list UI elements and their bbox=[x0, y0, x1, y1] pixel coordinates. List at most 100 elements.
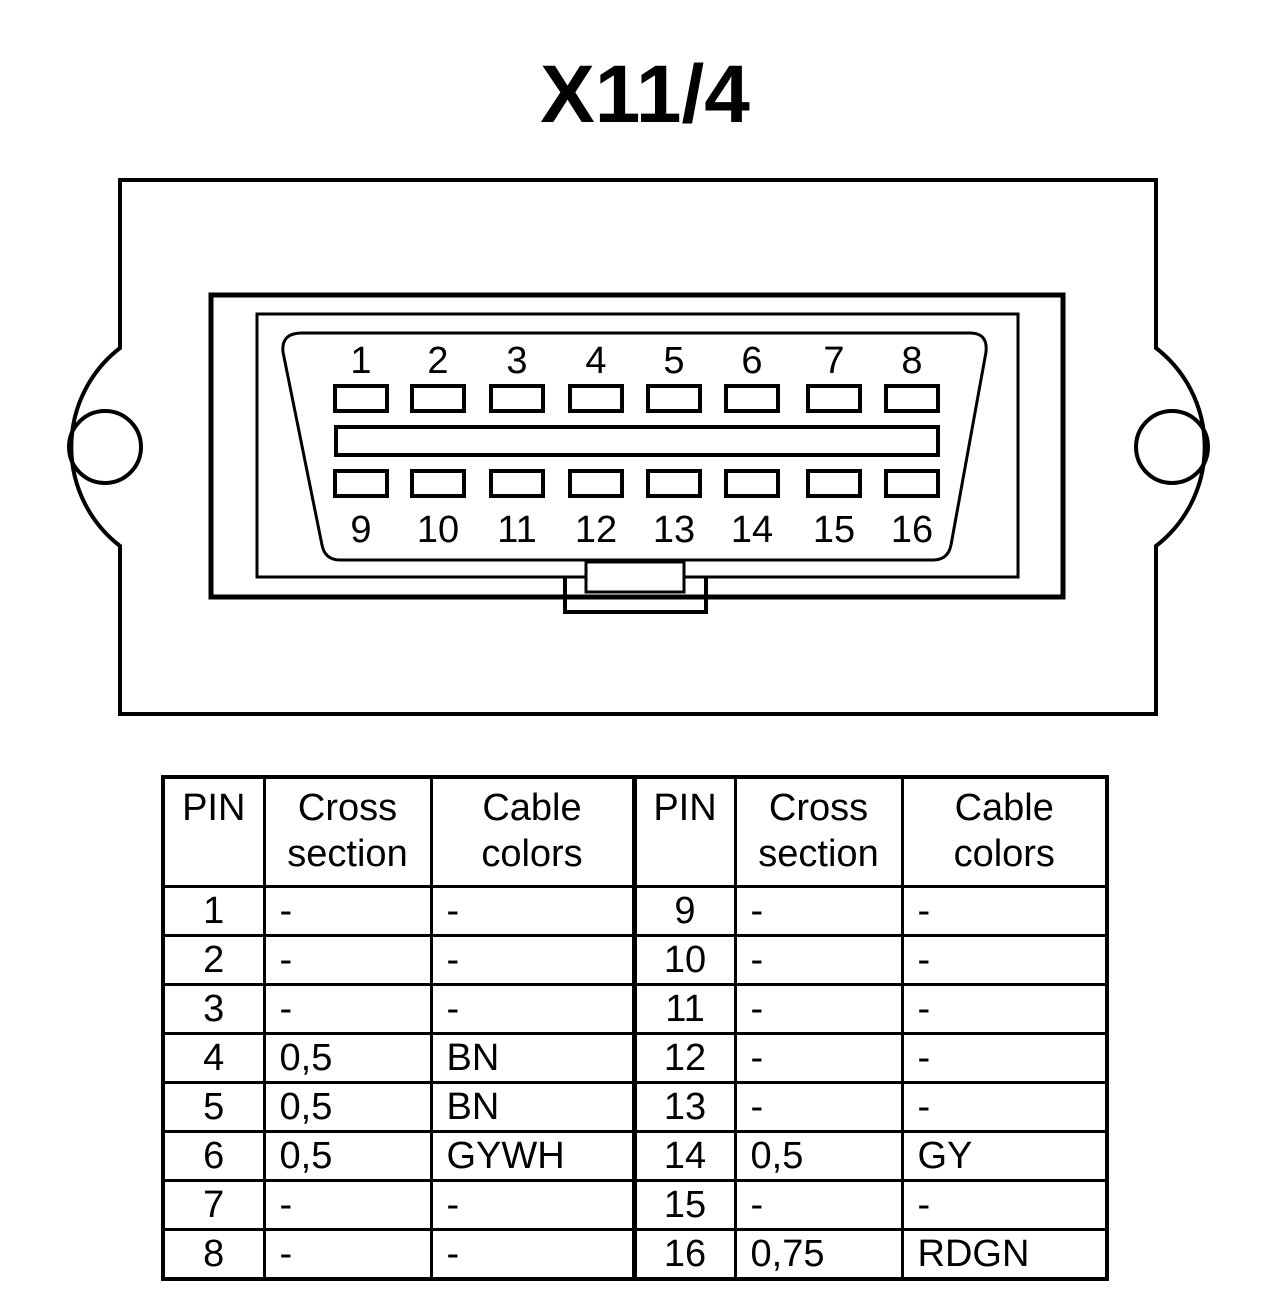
cable-color: - bbox=[900, 885, 1109, 937]
socket-trapezoid bbox=[281, 331, 988, 562]
cross-section: 0,5 bbox=[262, 1081, 433, 1133]
pin-label-10: 10 bbox=[417, 509, 459, 551]
pin-number: 1 bbox=[161, 885, 266, 937]
mounting-hole-left bbox=[67, 409, 143, 485]
table-row: 5 0,5 BN 13 - - bbox=[161, 1081, 1109, 1133]
cable-color: - bbox=[900, 934, 1109, 986]
cross-section: 0,5 bbox=[262, 1130, 433, 1182]
pin-label-16: 16 bbox=[891, 509, 933, 551]
table-row: 4 0,5 BN 12 - - bbox=[161, 1032, 1109, 1084]
center-bar bbox=[334, 425, 940, 457]
cable-color: - bbox=[429, 885, 637, 937]
pin-contact-9 bbox=[333, 469, 389, 498]
pin-number: 13 bbox=[632, 1081, 737, 1133]
pin-label-2: 2 bbox=[427, 340, 448, 382]
cable-color: BN bbox=[429, 1032, 637, 1084]
pin-label-15: 15 bbox=[813, 509, 855, 551]
pin-number: 3 bbox=[161, 983, 266, 1035]
pin-number: 7 bbox=[161, 1179, 266, 1231]
cable-color: - bbox=[900, 1032, 1109, 1084]
pin-label-11: 11 bbox=[497, 509, 536, 551]
cable-color: RDGN bbox=[900, 1228, 1109, 1281]
table-row: 3 - - 11 - - bbox=[161, 983, 1109, 1035]
cross-section: - bbox=[733, 934, 904, 986]
pin-number: 16 bbox=[632, 1228, 737, 1281]
pin-number: 10 bbox=[632, 934, 737, 986]
cable-color: BN bbox=[429, 1081, 637, 1133]
header-pin: PIN bbox=[632, 775, 737, 888]
pin-label-13: 13 bbox=[653, 509, 695, 551]
pin-contact-2 bbox=[410, 384, 466, 413]
mounting-hole-right bbox=[1134, 409, 1210, 485]
cable-color: - bbox=[429, 983, 637, 1035]
pin-number: 12 bbox=[632, 1032, 737, 1084]
flange-outline bbox=[69, 178, 1207, 716]
cross-section: - bbox=[733, 983, 904, 1035]
pin-contact-5 bbox=[646, 384, 702, 413]
pin-number: 5 bbox=[161, 1081, 266, 1133]
cable-color: - bbox=[900, 1179, 1109, 1231]
pin-number: 6 bbox=[161, 1130, 266, 1182]
table-row: 7 - - 15 - - bbox=[161, 1179, 1109, 1231]
pin-label-4: 4 bbox=[585, 340, 606, 382]
pin-number: 14 bbox=[632, 1130, 737, 1182]
pin-label-1: 1 bbox=[350, 340, 371, 382]
table-row: 2 - - 10 - - bbox=[161, 934, 1109, 986]
pin-number: 15 bbox=[632, 1179, 737, 1231]
cross-section: - bbox=[262, 1179, 433, 1231]
cable-color: - bbox=[429, 934, 637, 986]
pin-label-14: 14 bbox=[731, 509, 773, 551]
cable-color: - bbox=[900, 1081, 1109, 1133]
pin-contact-15 bbox=[806, 469, 862, 498]
table-row: 1 - - 9 - - bbox=[161, 885, 1109, 937]
cross-section: - bbox=[262, 1228, 433, 1281]
pin-contact-6 bbox=[724, 384, 780, 413]
header-pin: PIN bbox=[161, 775, 266, 888]
cross-section: - bbox=[733, 1081, 904, 1133]
pin-number: 11 bbox=[632, 983, 737, 1035]
cross-section: - bbox=[262, 885, 433, 937]
pin-label-6: 6 bbox=[741, 340, 762, 382]
pin-contact-4 bbox=[568, 384, 624, 413]
cross-section: 0,5 bbox=[262, 1032, 433, 1084]
cross-section: - bbox=[262, 983, 433, 1035]
cross-section: - bbox=[733, 1032, 904, 1084]
housing-outer bbox=[208, 292, 1066, 600]
key-tab-outer bbox=[563, 577, 708, 614]
pin-label-8: 8 bbox=[901, 340, 922, 382]
cable-color: GY bbox=[900, 1130, 1109, 1182]
cross-section: - bbox=[733, 1179, 904, 1231]
key-tab bbox=[584, 560, 686, 594]
pin-contact-10 bbox=[410, 469, 466, 498]
pin-contact-12 bbox=[568, 469, 624, 498]
pin-label-7: 7 bbox=[823, 340, 844, 382]
pin-contact-13 bbox=[646, 469, 702, 498]
pin-contact-14 bbox=[724, 469, 780, 498]
pin-number: 9 bbox=[632, 885, 737, 937]
table-row: 6 0,5 GYWH 14 0,5 GY bbox=[161, 1130, 1109, 1182]
pin-contact-8 bbox=[884, 384, 940, 413]
connector-title: X11/4 bbox=[540, 49, 750, 140]
cross-section: 0,75 bbox=[733, 1228, 904, 1281]
pin-label-9: 9 bbox=[350, 509, 371, 551]
pin-number: 4 bbox=[161, 1032, 266, 1084]
cable-color: - bbox=[429, 1179, 637, 1231]
table-row: 8 - - 16 0,75 RDGN bbox=[161, 1228, 1109, 1281]
cross-section: - bbox=[733, 885, 904, 937]
pin-label-5: 5 bbox=[663, 340, 684, 382]
cross-section: 0,5 bbox=[733, 1130, 904, 1182]
pin-number: 8 bbox=[161, 1228, 266, 1281]
cable-color: - bbox=[429, 1228, 637, 1281]
pin-contact-1 bbox=[333, 384, 389, 413]
pin-label-3: 3 bbox=[506, 340, 527, 382]
pin-contact-11 bbox=[489, 469, 545, 498]
cross-section: - bbox=[262, 934, 433, 986]
pin-label-12: 12 bbox=[575, 509, 617, 551]
